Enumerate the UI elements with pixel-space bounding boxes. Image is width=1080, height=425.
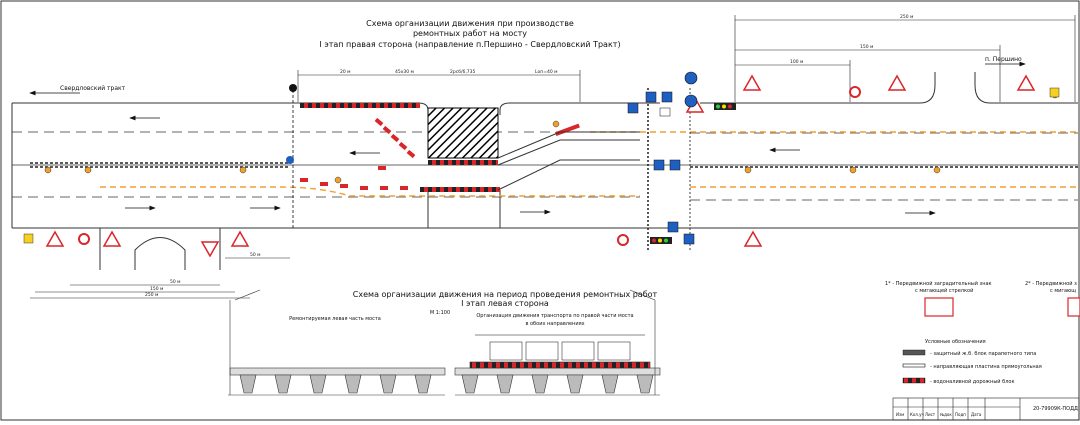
svg-text:250 м: 250 м <box>145 292 158 298</box>
label-repair-left: Ремонтируемая левая часть моста <box>289 316 381 322</box>
bottom-dimension-lines <box>30 257 290 299</box>
title-bottom-line2: I этап левая сторона <box>461 299 549 308</box>
svg-text:150 м: 150 м <box>150 286 163 292</box>
legend-note2-line1: 2* - Передвижной з <box>1025 280 1077 287</box>
svg-text:45х30 м: 45х30 м <box>395 69 414 75</box>
label-traffic-org-2: в обоих направлениях <box>525 321 584 327</box>
road-edges <box>11 72 1078 270</box>
bottom-dimension-text: 50 м 150 м 250 м 50 м <box>145 252 261 298</box>
top-dimension-text: 20 м 45х30 м 2рсб/6,735 Lоп=40 м 250 м 1… <box>340 14 913 75</box>
water-filled-barriers <box>300 103 580 192</box>
stamp-col-4: №док <box>940 412 952 417</box>
svg-text:250 м: 250 м <box>900 14 913 20</box>
top-dimension-lines <box>297 15 1076 102</box>
svg-text:20 м: 20 м <box>340 69 351 75</box>
flashing-lamps <box>23 87 1060 244</box>
title-bottom-scale: М 1:100 <box>430 310 450 316</box>
stamp-col-5: Подп <box>955 412 966 417</box>
svg-text:2рсб/6,735: 2рсб/6,735 <box>450 69 476 75</box>
title-top-line3: I этап правая сторона (направление п.Пер… <box>319 40 620 49</box>
traffic-arrows <box>125 115 936 216</box>
legend-sign-2 <box>1067 297 1080 317</box>
bridge-section-left <box>228 289 446 396</box>
legend-item3-symbol <box>902 377 926 384</box>
label-traffic-org-1: Организация движения транспорта по право… <box>476 312 633 319</box>
title-bottom-line1: Схема организации движения на период про… <box>353 290 658 299</box>
svg-text:50 м: 50 м <box>170 279 181 285</box>
legend-title: Условные обозначения <box>925 339 986 345</box>
stamp-col-2: Кол.уч <box>910 412 924 417</box>
title-top-line2: ремонтных работ на мосту <box>413 29 527 38</box>
stamp-col-6: Дата <box>971 412 982 417</box>
legend-item2-text: - направляющая пластина прямоугольная <box>930 364 1042 370</box>
legend-item2-symbol <box>902 363 926 368</box>
round-signs <box>78 71 861 246</box>
stamp-col-1: Изм <box>896 412 904 417</box>
legend-item3-text: - водоналивной дорожный блок <box>930 378 1014 385</box>
legend-item1-text: - защитный ж.б. блок парапетного типа <box>930 350 1036 357</box>
svg-text:Lоп=40 м: Lоп=40 м <box>535 69 558 75</box>
road-label-pershino: п. Першино <box>985 56 1022 63</box>
temporary-markings <box>100 131 1078 197</box>
stamp-col-3: Лист <box>925 412 936 417</box>
road-label-sverdlovsk: Свердловский тракт <box>60 85 126 92</box>
lane-markings <box>12 131 1078 201</box>
yield-sign <box>200 241 220 258</box>
legend-item1-symbol <box>902 349 926 356</box>
svg-text:50 м: 50 м <box>250 252 261 258</box>
title-top-line1: Схема организации движения при производс… <box>366 19 574 28</box>
stamp-columns: Изм Кол.уч Лист №док Подп Дата <box>896 412 982 417</box>
warning-signs <box>45 74 1036 258</box>
concrete-barrier-lines <box>30 162 1078 168</box>
legend-note1-line2: с мигающей стрелкой <box>915 287 973 294</box>
information-signs <box>627 91 695 245</box>
traffic-lights <box>650 103 736 244</box>
legend-note2-line2: с мигающ <box>1050 288 1076 294</box>
diversion-lines <box>497 131 640 191</box>
stamp-code: 20-79909К-ПОДД <box>1033 406 1078 412</box>
work-zone-hatched <box>427 107 499 159</box>
svg-text:150 м: 150 м <box>860 44 873 50</box>
title-block-stamp <box>892 397 1080 421</box>
svg-text:100 м: 100 м <box>790 59 803 65</box>
legend-note1-line1: 1* - Передвижной заградительный знак <box>885 280 992 287</box>
legend-sign-1 <box>924 297 954 317</box>
bridge-section-right <box>454 289 661 396</box>
